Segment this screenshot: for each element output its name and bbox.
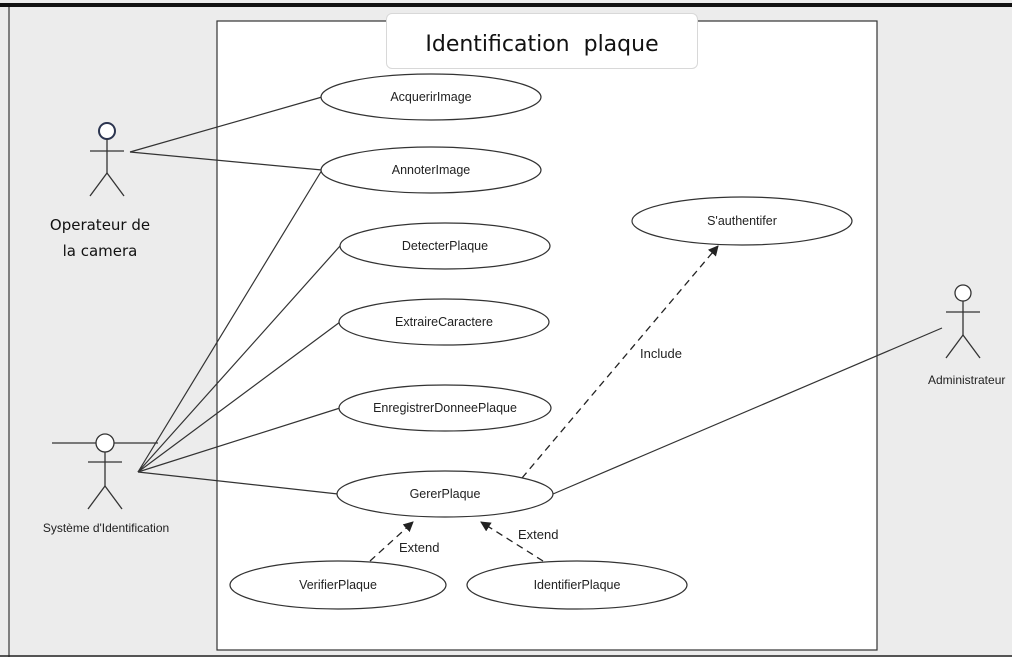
associations — [129, 96, 943, 495]
assoc-operateur-annoter — [129, 151, 323, 171]
usecase-acquerir-label: AcquerirImage — [390, 90, 471, 104]
usecase-detecter-plaque — [339, 222, 551, 270]
usecase-verifier-label: VerifierPlaque — [299, 578, 377, 592]
usecase-authentifier-label: S'authentifer — [707, 214, 777, 228]
assoc-admin-gerer — [552, 327, 943, 495]
usecase-identifier-label: IdentifierPlaque — [534, 578, 621, 592]
actor-administrateur-label: Administrateur — [928, 373, 1005, 387]
diagram-title: Identification plaque — [386, 13, 698, 69]
assoc-systeme-detecter — [137, 245, 341, 473]
actor-operateur-icon — [89, 122, 125, 197]
extend-arrow-identifier — [480, 521, 544, 562]
diagram-title-text: Identification plaque — [425, 31, 659, 57]
actor-systeme-label: Système d'Identification — [43, 521, 169, 535]
actor-operateur-label-line1: Operateur de — [49, 216, 151, 234]
include-arrow — [521, 245, 719, 479]
usecase-gerer-label: GererPlaque — [410, 487, 481, 501]
system-boundary — [216, 20, 878, 651]
usecase-enregistrer-donnee-plaque — [338, 384, 552, 432]
usecase-extraire-caractere — [338, 298, 550, 346]
usecase-detecter-label: DetecterPlaque — [402, 239, 488, 253]
usecase-enregistrer-label: EnregistrerDonneePlaque — [373, 401, 517, 415]
actor-operateur-label: Operateur de la camera — [20, 212, 180, 264]
usecase-annoter-image — [320, 146, 542, 194]
include-label-bg — [636, 343, 692, 363]
assoc-operateur-acquerir — [129, 96, 323, 153]
usecase-gerer-plaque — [336, 470, 554, 518]
actor-systeme-icon — [52, 433, 158, 510]
extend-arrow-verifier — [369, 521, 414, 562]
usecase-identifier-plaque — [466, 560, 688, 610]
include-label: Include — [640, 346, 682, 361]
actor-operateur-label-line2: la camera — [62, 242, 138, 260]
usecase-authentifier — [631, 196, 853, 246]
extend-label-identifier: Extend — [518, 527, 558, 542]
assoc-systeme-annoter — [137, 169, 323, 473]
actor-administrateur-icon — [945, 284, 981, 359]
assoc-systeme-extraire — [137, 321, 341, 473]
usecase-annoter-label: AnnoterImage — [392, 163, 471, 177]
extend-label-verifier: Extend — [399, 540, 439, 555]
usecase-acquerir-image — [320, 73, 542, 121]
usecase-extraire-label: ExtraireCaractere — [395, 315, 493, 329]
assoc-systeme-enregistrer — [137, 407, 341, 473]
usecase-verifier-plaque — [229, 560, 447, 610]
assoc-systeme-gerer — [137, 471, 339, 495]
